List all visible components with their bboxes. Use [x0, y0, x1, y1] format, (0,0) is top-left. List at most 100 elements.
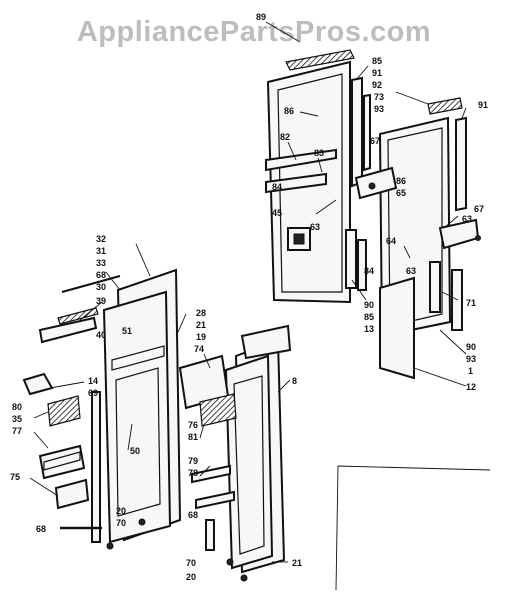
watermark-logo: AppliancePartsPros.com — [76, 16, 432, 48]
callout-21: 21 — [292, 558, 302, 568]
callout-68: 68 — [188, 510, 198, 520]
cross-bracket-lower — [265, 172, 327, 194]
leader-line — [29, 477, 59, 497]
leader-line — [299, 111, 319, 117]
callout-28: 28 — [196, 308, 206, 318]
callout-67: 67 — [474, 204, 484, 214]
callout-81: 81 — [188, 432, 198, 442]
callout-93: 93 — [466, 354, 476, 364]
leader-line — [105, 271, 121, 291]
kick-panel — [379, 276, 415, 380]
callout-39: 39 — [96, 296, 106, 306]
mid-hatched-block — [199, 393, 237, 427]
callout-20: 20 — [186, 572, 196, 582]
support-bar-upper — [191, 464, 231, 484]
upper-door-assembly — [265, 49, 481, 380]
callout-85: 85 — [364, 312, 374, 322]
callout-leaders — [29, 21, 467, 563]
callout-40: 40 — [96, 330, 106, 340]
leader-line — [441, 291, 459, 301]
leader-line — [413, 367, 467, 387]
callout-91: 91 — [372, 68, 382, 78]
bottom-strip — [54, 478, 90, 510]
callout-84: 84 — [364, 266, 374, 276]
callout-30: 30 — [96, 282, 106, 292]
second-door-inner — [233, 375, 265, 555]
leader-line — [403, 245, 411, 259]
callout-91: 91 — [478, 100, 488, 110]
screw-right-20 — [240, 574, 248, 582]
frame-corner-vertical — [335, 465, 339, 591]
right-vertical-trim — [455, 116, 467, 212]
callout-79: 79 — [188, 456, 198, 466]
screw-right-70 — [226, 558, 234, 566]
callout-63: 63 — [310, 222, 320, 232]
callout-33: 33 — [96, 258, 106, 268]
callout-75: 75 — [10, 472, 20, 482]
callout-76: 76 — [188, 420, 198, 430]
callout-68: 68 — [36, 524, 46, 534]
leader-line — [439, 329, 467, 355]
leader-line — [127, 423, 133, 451]
door-liner-window — [115, 367, 161, 517]
liner-slot-left — [345, 229, 357, 289]
callout-31: 31 — [96, 246, 106, 256]
leader-line — [317, 157, 323, 173]
leader-line — [199, 465, 211, 477]
leader-line — [395, 91, 429, 105]
leader-line — [265, 21, 301, 43]
door-bin-front — [43, 451, 81, 471]
rear-gasket-frame — [240, 324, 292, 360]
rear-rod — [61, 275, 121, 293]
callout-89: 89 — [256, 12, 266, 22]
callout-14: 14 — [88, 376, 98, 386]
callout-93: 93 — [374, 104, 384, 114]
small-pad — [22, 372, 54, 396]
callout-70: 70 — [116, 518, 126, 528]
hinge-pin — [475, 235, 481, 241]
support-bar-lower — [195, 490, 235, 510]
side-gasket-strip — [351, 76, 363, 188]
door-liner-inner — [277, 73, 343, 293]
cross-bracket-upper — [265, 148, 337, 172]
callout-74: 74 — [194, 344, 204, 354]
callout-82: 82 — [280, 132, 290, 142]
leader-line — [79, 301, 103, 321]
callout-35: 35 — [12, 414, 22, 424]
frame-corner-horizontal — [337, 465, 491, 471]
right-slot-b — [429, 261, 441, 313]
shelf-bar-hatched — [57, 307, 99, 325]
callout-50: 50 — [130, 446, 140, 456]
screw-left-20 — [106, 542, 114, 550]
leader-line — [461, 107, 467, 119]
lower-rod-right — [205, 519, 215, 551]
callout-83: 83 — [314, 148, 324, 158]
callout-67: 67 — [370, 136, 380, 146]
callout-13: 13 — [364, 324, 374, 334]
callout-73: 73 — [374, 92, 384, 102]
door-bin — [38, 444, 86, 480]
callout-45: 45 — [272, 208, 282, 218]
callout-8: 8 — [292, 376, 297, 386]
callout-90: 90 — [466, 342, 476, 352]
hinge-plate-upper — [354, 166, 398, 200]
hatched-block — [47, 395, 81, 427]
callout-86: 86 — [396, 176, 406, 186]
callout-90: 90 — [364, 300, 374, 310]
callout-78: 78 — [188, 468, 198, 478]
callout-84: 84 — [272, 182, 282, 192]
lower-door-assembly — [22, 268, 491, 591]
leader-line — [177, 313, 187, 333]
callout-68: 68 — [96, 270, 106, 280]
latch-insert — [293, 233, 305, 245]
callout-92: 92 — [372, 80, 382, 90]
callout-64: 64 — [386, 236, 396, 246]
leader-line — [33, 411, 49, 419]
callout-51: 51 — [122, 326, 132, 336]
callout-32: 32 — [96, 234, 106, 244]
leader-line — [355, 65, 369, 81]
door-liner-shelf — [111, 345, 165, 371]
callout-69: 69 — [88, 388, 98, 398]
callout-labels: 89 85 91 92 73 93 91 86 82 83 67 86 65 8… — [10, 12, 488, 582]
